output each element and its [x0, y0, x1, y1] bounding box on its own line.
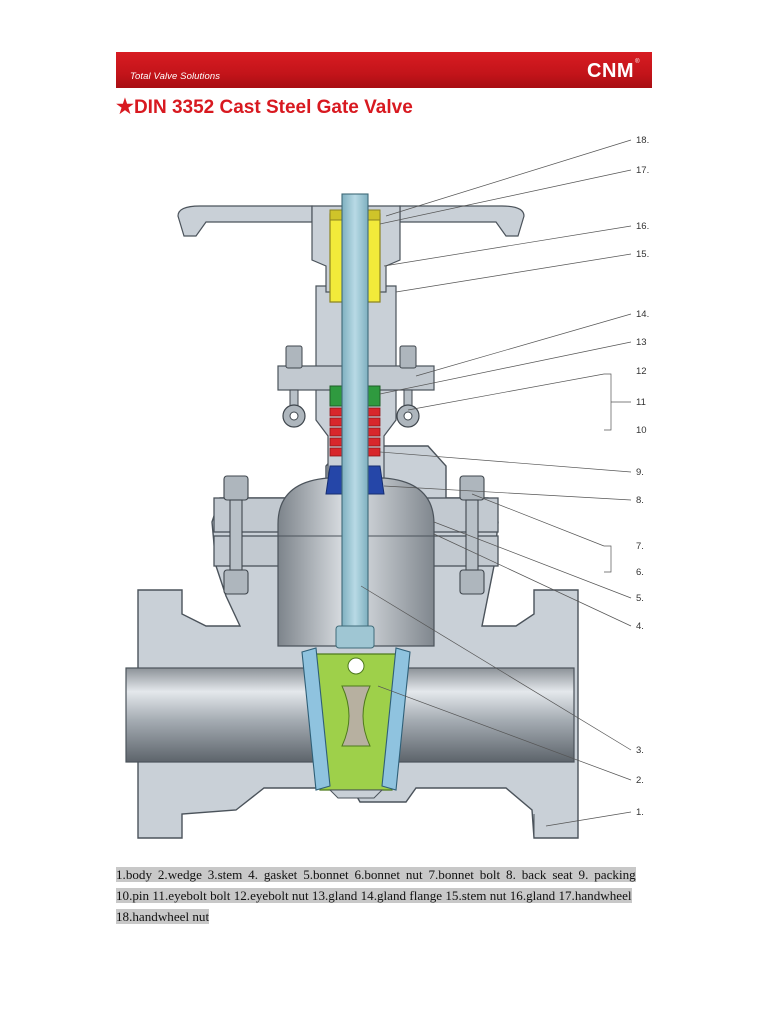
callout-15: 15.	[636, 249, 649, 260]
callout-8: 8.	[636, 495, 644, 506]
callout-9: 9.	[636, 467, 644, 478]
page-title: ★DIN 3352 Cast Steel Gate Valve	[116, 94, 413, 119]
callout-7: 7.	[636, 541, 644, 552]
bonnet-bolts	[223, 475, 485, 595]
stem	[341, 193, 369, 635]
callout-1: 1.	[636, 807, 644, 818]
callout-2: 2.	[636, 775, 644, 786]
callout-17: 17.	[636, 165, 649, 176]
title-text: DIN 3352 Cast Steel Gate Valve	[133, 97, 413, 118]
callout-13: 13	[636, 337, 647, 348]
seat-rings	[301, 647, 411, 791]
callout-14: 14.	[636, 309, 649, 320]
legend-line-2: 10.pin 11.eyebolt bolt 12.eyebolt nut 13…	[116, 888, 632, 903]
callout-4: 4.	[636, 621, 644, 632]
brand-logo: CNM®	[587, 59, 640, 83]
callout-labels: 18. 17. 16. 15. 14. 13 12 11 10 9. 8. 7.…	[636, 135, 649, 818]
parts-legend: 1.body 2.wedge 3.stem 4. gasket 5.bonnet…	[116, 864, 652, 927]
legend-line-3: 18.handwheel nut	[116, 909, 210, 924]
tagline: Total Valve Solutions	[130, 71, 221, 82]
header-banner: Total Valve Solutions CNM®	[116, 52, 652, 88]
callout-18: 18.	[636, 135, 649, 146]
brand-name: CNM	[587, 60, 635, 82]
star-icon: ★	[116, 96, 134, 118]
callout-3: 3.	[636, 745, 644, 756]
wedge	[311, 653, 399, 791]
callout-6: 6.	[636, 567, 644, 578]
legend-line-1: 1.body 2.wedge 3.stem 4. gasket 5.bonnet…	[116, 867, 636, 882]
callout-12: 12	[636, 366, 647, 377]
callout-16: 16.	[636, 221, 649, 232]
callout-10: 10	[636, 425, 647, 436]
callout-5: 5.	[636, 593, 644, 604]
callout-lines	[360, 139, 632, 827]
gate-valve-diagram: 18. 17. 16. 15. 14. 13 12 11 10 9. 8. 7.…	[125, 135, 649, 839]
callout-11: 11	[636, 397, 646, 408]
registered-mark: ®	[635, 59, 640, 65]
